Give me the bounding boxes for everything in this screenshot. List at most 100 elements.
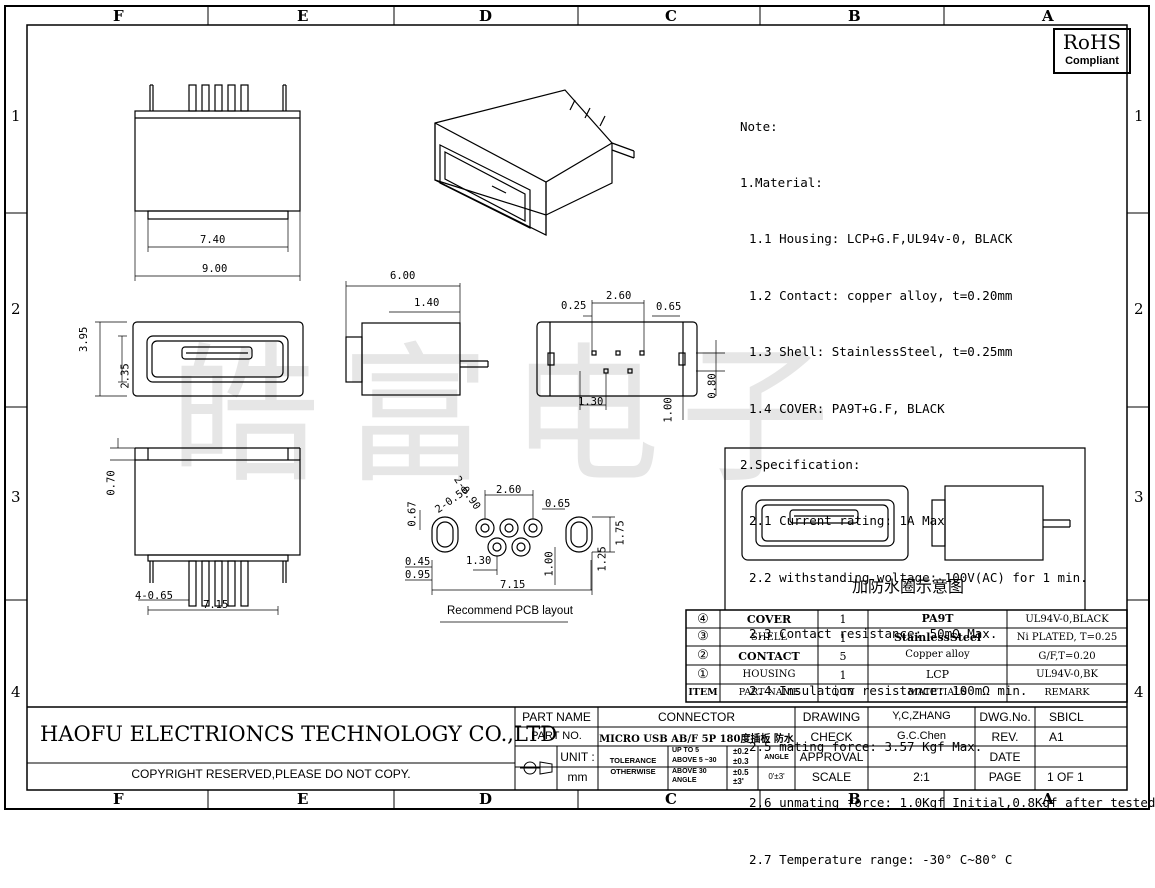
zone-label: 3: [11, 488, 21, 506]
zone-label: 2: [11, 300, 21, 318]
bom-material: StainlessSteel: [893, 631, 982, 644]
note-line: 2.7 Temperature range: -30° C~80° C: [749, 851, 1013, 867]
dim-label: 7.15: [500, 579, 526, 591]
bom-header: REMARK: [1044, 687, 1090, 698]
dim-label: 1.40: [414, 297, 440, 309]
bom-qty: 5: [839, 650, 847, 663]
note-line: 1.2 Contact: copper alloy, t=0.20mm: [749, 287, 1013, 303]
waterproof-caption: 加防水圈示意图: [852, 577, 965, 596]
part-name-label: PART NAME: [522, 710, 591, 724]
part-no-value: MICRO USB AB/F 5P 180度插板 防水: [599, 734, 794, 745]
note-line: 2.6 unmating force: 1.0Kgf Initial,0.8Kg…: [749, 795, 1155, 811]
tol-range: UP TO 5: [672, 747, 699, 754]
zone-label: D: [479, 790, 493, 808]
bom-qty: 1: [839, 632, 847, 645]
tol-range: ABOVE 30: [672, 768, 707, 775]
dim-label: 6.00: [390, 270, 416, 282]
angle-value: 0'±3': [768, 772, 785, 781]
dim-label: 1.75: [614, 520, 627, 546]
bom-item: ③: [697, 629, 709, 644]
dim-label: 2.60: [606, 290, 632, 302]
zone-label: D: [479, 7, 493, 25]
note-line: 2.5 mating force: 3.57 Kgf Max.: [749, 738, 983, 754]
zone-label: 2: [1134, 300, 1144, 318]
bom-part-name: SHELL: [750, 632, 788, 643]
tol-value: ±0.2: [733, 747, 749, 756]
bom-material: Copper alloy: [905, 649, 970, 660]
bottom-zone-bar: F E D C B A: [5, 790, 1149, 809]
top-zone-bar: F E D C B A: [5, 6, 1149, 25]
bom-header: PART NAME: [738, 687, 800, 698]
dim-label: 9.00: [202, 263, 228, 275]
unit-value: mm: [567, 770, 588, 784]
dim-label: 4-0.65: [135, 590, 173, 602]
dim-label: 7.15: [203, 599, 229, 611]
page-label: PAGE: [988, 770, 1022, 784]
scale-value: 2:1: [913, 770, 930, 784]
bom-remark: G/F,T=0.20: [1038, 651, 1096, 662]
zone-label: B: [848, 7, 861, 25]
drawing-value: Y,C,ZHANG: [892, 710, 951, 722]
part-name-value: CONNECTOR: [657, 710, 736, 724]
bom-item: ②: [697, 648, 709, 663]
rev-label: REV.: [991, 730, 1019, 744]
dim-label: 0.70: [105, 470, 118, 496]
dim-label: 1.00: [543, 551, 556, 577]
company-name: HAOFU ELECTRIONCS TECHNOLOGY CO.,LTD: [40, 722, 558, 746]
note-line: 1.4 COVER: PA9T+G.F, BLACK: [749, 400, 945, 416]
tol-range: ABOVE 5 ~30: [672, 757, 717, 764]
note-line: 2.1 Current rating: 1A Max: [749, 513, 945, 529]
pcb-layout-caption: Recommend PCB layout: [447, 605, 573, 617]
zone-label: F: [113, 7, 124, 25]
zone-label: 4: [1134, 683, 1144, 701]
note-line: 1.3 Shell: StainlessSteel, t=0.25mm: [749, 344, 1013, 360]
zone-label: A: [1042, 790, 1054, 808]
tol-range: ANGLE: [672, 777, 697, 784]
dwgno-label: DWG.No.: [979, 710, 1031, 724]
dim-label: 2.35: [119, 363, 132, 389]
angle-label: ANGLE: [764, 754, 789, 761]
zone-label: E: [297, 790, 309, 808]
bom-material: LCP: [925, 668, 950, 681]
rohs-title: RoHS: [1062, 30, 1122, 54]
bom-qty: 1: [839, 613, 847, 626]
tol-value: ±0.3: [733, 757, 749, 766]
dim-label: 0.25: [561, 300, 587, 312]
notes-block: Note: 1.Material: 1.1 Housing: LCP+G.F,U…: [740, 80, 1155, 888]
note-line: 1.1 Housing: LCP+G.F,UL94v-0, BLACK: [749, 231, 1013, 247]
dim-label: 3.95: [78, 326, 90, 352]
unit-label: UNIT :: [560, 750, 595, 764]
drawing-sheet: 皓富电子: [4, 5, 1150, 810]
bom-item: ①: [697, 667, 709, 682]
dim-label: 2.60: [496, 484, 522, 496]
zone-label: 3: [1134, 488, 1144, 506]
page-value: 1 OF 1: [1047, 770, 1084, 784]
date-label: DATE: [989, 750, 1021, 764]
bom-part-name: HOUSING: [742, 669, 796, 680]
bom-remark: UL94V-0,BK: [1036, 669, 1098, 680]
check-value: G.C.Chen: [897, 730, 946, 742]
drawing-label: DRAWING: [802, 710, 861, 724]
zone-label: 4: [11, 683, 21, 701]
note-line: 1.Material:: [740, 174, 823, 190]
zone-label: A: [1042, 7, 1054, 25]
bom-qty: 1: [839, 669, 847, 682]
dim-label: 0.65: [656, 301, 682, 313]
note-line: 2.3 Contact resistance: 50mΩ Max.: [749, 626, 998, 642]
bom-remark: Ni PLATED, T=0.25: [1016, 632, 1118, 643]
zone-label: C: [665, 790, 677, 808]
bom-remark: UL94V-0,BLACK: [1025, 614, 1109, 625]
note-line: 2.2 withstanding woltage: 100V(AC) for 1…: [749, 569, 1088, 585]
dim-label: 7.40: [200, 234, 226, 246]
note-line: 2.4 Insulation resistance: 100mΩ min.: [749, 682, 1028, 698]
note-line: 2.Specification:: [740, 456, 861, 472]
zone-label: 1: [11, 107, 21, 125]
dim-label: 0.67: [406, 501, 419, 527]
dim-label: 0.80: [706, 373, 719, 399]
otherwise-label: OTHERWISE: [610, 767, 656, 776]
bom-header: ITEM: [688, 687, 718, 698]
dwgno-value: SBICL: [1049, 710, 1084, 724]
part-no-label: PART NO.: [531, 730, 582, 742]
zone-label: B: [848, 790, 861, 808]
zone-label: F: [113, 790, 124, 808]
